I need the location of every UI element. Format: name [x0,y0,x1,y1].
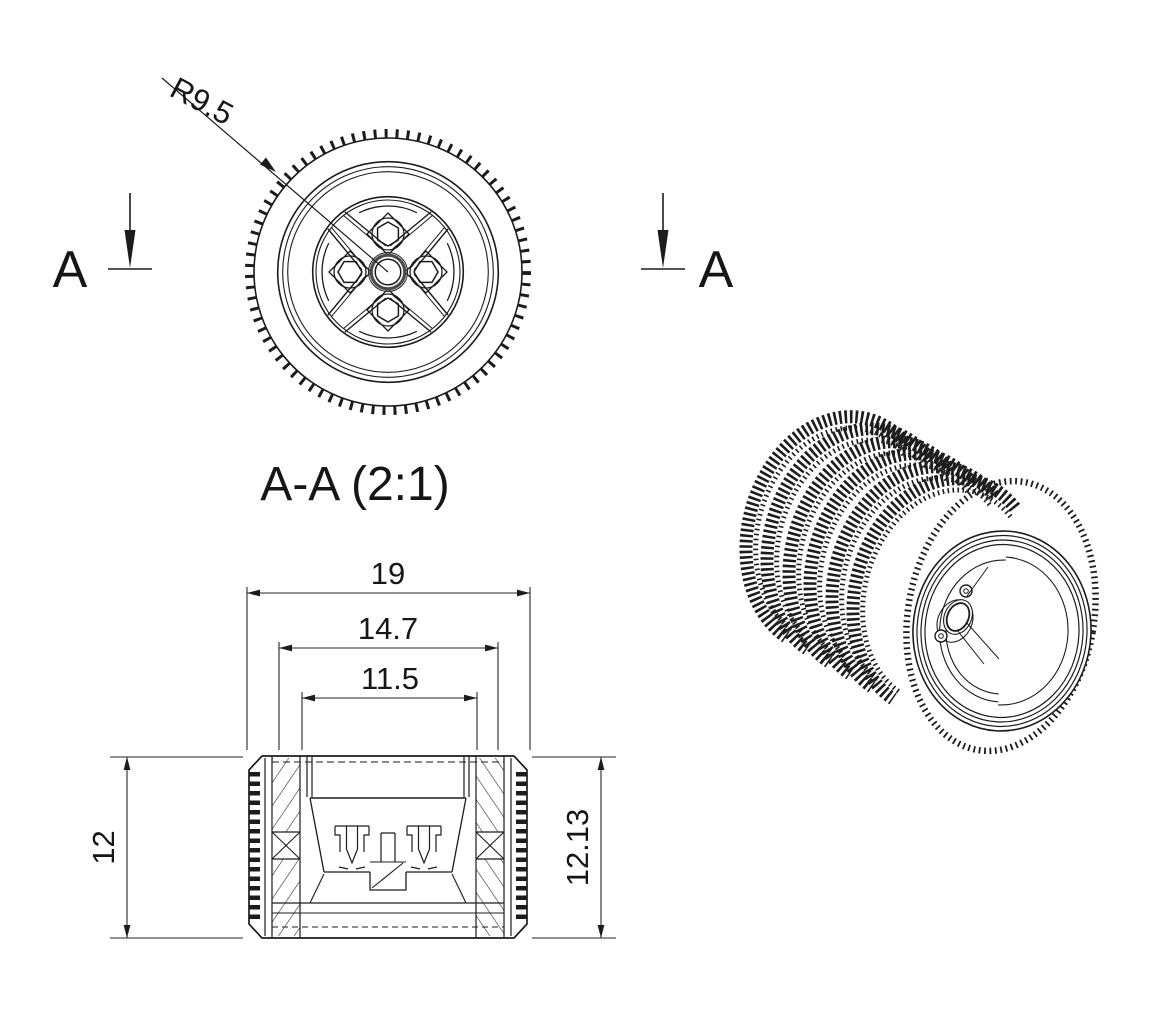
iso-sidewall-serration [903,477,1099,755]
dimension-hub-width: 11.5 [301,661,478,750]
section-view [248,755,528,939]
dim-text-19: 19 [371,556,405,591]
tire-tread-ring [245,129,531,415]
iso-hub [934,566,1000,665]
leader-arrowhead [260,157,276,172]
iso-tread-bands [739,410,1021,705]
iso-bolt-hole [934,629,948,643]
lug-nut-left [328,250,372,294]
section-title: A-A (2:1) [260,458,449,511]
dimension-overall-width: 19 [246,556,531,750]
section-cut-marker-left: A [53,193,152,299]
front-view: R9.5 [161,70,531,415]
section-cut-marker-right: A [641,193,734,299]
section-interior [272,756,504,928]
dim-text-12: 12 [86,830,121,864]
hatch-right [475,756,505,938]
rim-circle [311,195,465,349]
hatch-left [271,756,301,938]
isometric-view [739,410,1099,755]
dim-text-11-5: 11.5 [361,661,419,696]
dimension-rim-height: 12 [86,756,243,939]
radius-leader: R9.5 [161,70,389,273]
cut-letter-left: A [53,241,88,299]
cut-arrow-left [124,230,136,268]
hub-spokes [321,205,455,339]
dimension-rim-width: 14.7 [278,611,499,750]
radius-label: R9.5 [165,70,239,132]
lug-nut-bottom [366,288,410,332]
dim-text-12-13: 12.13 [560,809,595,887]
center-bore [368,252,408,292]
lug-pocket-right [406,825,442,870]
cut-arrow-right [657,230,669,268]
lug-nut-top [366,212,410,256]
iso-rim [912,530,1092,732]
dim-text-14-7: 14.7 [358,611,418,646]
lug-nut-right [404,250,448,294]
section-hub [309,797,467,891]
lug-pocket-left [334,825,370,870]
dimension-overall-height: 12.13 [532,756,616,939]
cut-letter-right: A [699,241,734,299]
